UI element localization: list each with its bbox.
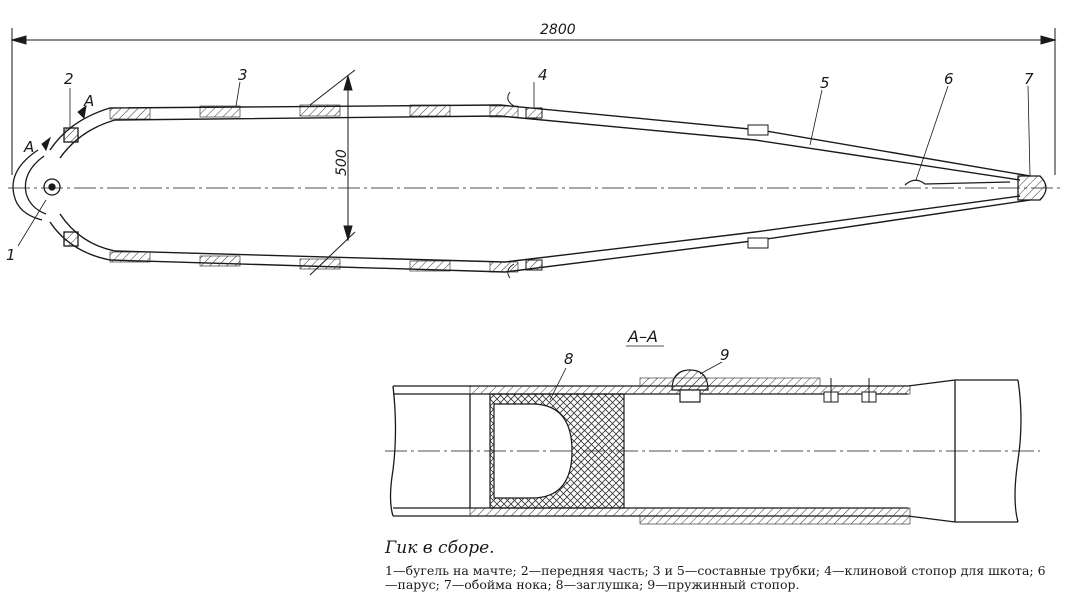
callout-leaders: [17, 81, 1031, 247]
callout-1: 1: [6, 246, 16, 264]
rivets: [823, 378, 877, 403]
height-dimension: [309, 69, 356, 276]
section-mark-right: A: [83, 92, 94, 110]
callout-9: 9: [720, 346, 730, 364]
callout-8: 8: [564, 350, 574, 368]
spring-stopper: [671, 369, 709, 403]
callout-3: 3: [238, 66, 248, 84]
caption-title: Гик в сборе.: [385, 538, 495, 558]
upper-hatched-sections: [109, 104, 519, 120]
callout-6: 6: [944, 70, 954, 88]
section-title: А–А: [627, 327, 658, 346]
lower-hatched-sections: [109, 251, 519, 273]
callout-8-leader: [549, 367, 567, 401]
section-marks: [41, 104, 87, 152]
boom-upper-arm: [49, 104, 1031, 181]
overall-dimension: [10, 28, 1057, 175]
boom-lower-arm: [49, 195, 1031, 273]
tube-joints: [747, 124, 769, 249]
boom-end-fitting: [1017, 175, 1047, 201]
callout-2: 2: [64, 70, 74, 88]
figure-caption: Гик в сборе. 1—бугель на мачте; 2—передн…: [385, 538, 1055, 591]
sail-fitting: [904, 179, 1011, 186]
overall-dimension-label: 2800: [540, 22, 576, 38]
height-dimension-label: 500: [334, 149, 350, 176]
mast-fitting: [12, 127, 79, 247]
callout-5: 5: [820, 74, 830, 92]
section-mark-left: A: [23, 138, 34, 156]
callout-9-leader: [699, 361, 723, 375]
caption-legend: 1—бугель на мачте; 2—передняя часть; 3 и…: [385, 563, 1046, 592]
callout-4: 4: [538, 66, 548, 84]
wedge-stopper-lower: [507, 259, 543, 279]
callout-7: 7: [1024, 70, 1034, 88]
